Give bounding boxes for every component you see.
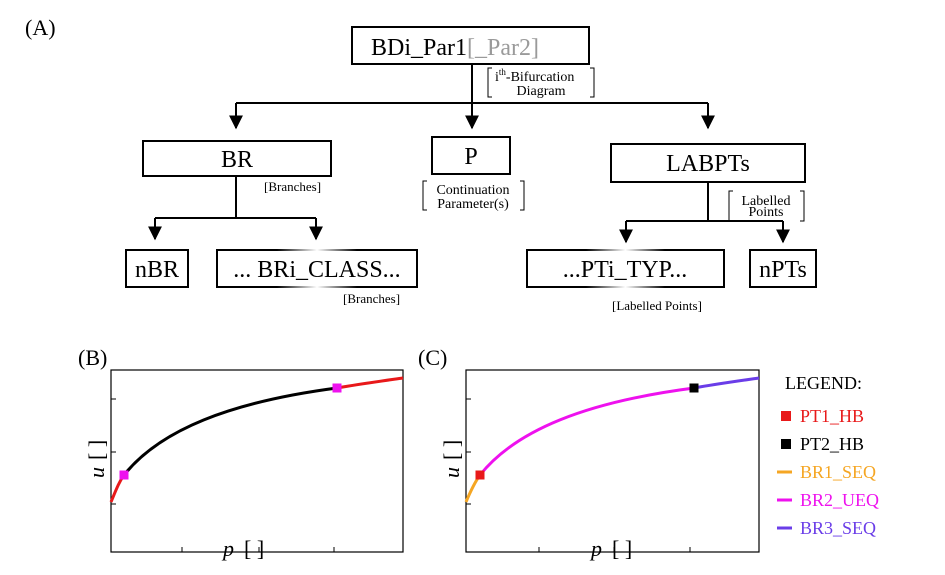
root-note-i: i	[495, 70, 499, 85]
legend-label: BR1_SEQ	[800, 462, 876, 482]
root-label: BDi_Par1[_Par2]	[371, 35, 539, 61]
plot-c-xlabel-unit: [ ]	[612, 536, 632, 561]
legend-title: LEGEND:	[785, 373, 862, 393]
plot-b-curve-segment-2	[122, 386, 338, 476]
plot-b-xlabel: p	[221, 536, 234, 561]
root-main-text: BDi_Par1	[371, 35, 467, 61]
npts-box	[749, 249, 817, 288]
bri-class-note: [Branches]	[343, 291, 400, 306]
tree-diagram: BDi_Par1[_Par2] ith-Bifurcation Diagram …	[125, 26, 817, 313]
root-note-rest: -Bifurcation	[506, 70, 574, 85]
labpts-note-bottom: Points	[748, 205, 783, 220]
p-box	[431, 136, 511, 175]
plot-b-curve-segment-3	[336, 376, 404, 390]
legend-item-br2-ueq: BR2_UEQ	[777, 490, 879, 510]
plot-b: p [ ] u [ ]	[84, 369, 404, 561]
legend-label: BR2_UEQ	[800, 490, 879, 510]
plot-b-ylabel-var: u	[84, 467, 109, 478]
plot-c-ylabel-unit: [ ]	[439, 440, 464, 460]
panel-label-b: (B)	[78, 345, 107, 370]
legend-item-pt1-hb: PT1_HB	[781, 406, 864, 426]
plot-c-point-pt2	[689, 383, 699, 393]
legend-square-marker	[781, 439, 791, 449]
legend-items: PT1_HB PT2_HB BR1_SEQ BR2_UEQ BR3_SEQ	[777, 406, 879, 538]
bri-class-label: ... BRi_CLASS...	[233, 257, 400, 283]
pti-typ-note: [Labelled Points]	[612, 298, 702, 313]
nbr-box	[125, 249, 189, 288]
plot-b-xlabel-unit: [ ]	[244, 536, 264, 561]
p-note: Continuation Parameter(s)	[422, 180, 525, 212]
legend-label: PT1_HB	[800, 406, 864, 426]
plot-c-curve-br3	[693, 376, 760, 390]
plot-c-xlabel-var: p	[589, 536, 602, 561]
plot-b-ylabel-unit: [ ]	[84, 440, 109, 460]
root-note-bottom: Diagram	[517, 84, 566, 99]
legend-item-br3-seq: BR3_SEQ	[777, 518, 876, 538]
plot-b-frame	[110, 369, 404, 553]
plot-b-point-2	[332, 383, 342, 393]
panel-label-c: (C)	[418, 345, 447, 370]
labpts-note-top: Labelled	[742, 194, 791, 209]
legend-item-pt2-hb: PT2_HB	[781, 434, 864, 454]
p-note-bottom: Parameter(s)	[437, 197, 509, 212]
plot-c-curve-br2	[478, 386, 695, 476]
root-note: ith-Bifurcation Diagram	[487, 67, 595, 99]
root-optional-text: [_Par2]	[467, 35, 539, 61]
plot-c-frame	[465, 369, 760, 553]
plot-c-point-pt1	[475, 470, 485, 480]
pti-typ-box	[526, 249, 725, 288]
bri-class-box	[216, 249, 418, 288]
plot-b-xlabel-var: p	[221, 536, 234, 561]
legend-square-marker	[781, 411, 791, 421]
legend-label: BR3_SEQ	[800, 518, 876, 538]
pti-typ-label: ...PTi_TYP...	[563, 257, 688, 283]
p-note-top: Continuation	[436, 183, 509, 198]
plot-c-ylabel: u [ ]	[439, 440, 464, 478]
legend-label: PT2_HB	[800, 434, 864, 454]
br-note: [Branches]	[264, 179, 321, 194]
root-box	[351, 26, 590, 65]
root-note-sup: th	[499, 67, 507, 77]
p-label: P	[464, 144, 477, 170]
labpts-note: Labelled Points	[728, 190, 805, 222]
nbr-label: nBR	[135, 257, 179, 283]
plot-b-ylabel: u [ ]	[84, 440, 109, 478]
br-label: BR	[221, 147, 253, 173]
labpts-label: LABPTs	[666, 151, 750, 177]
legend: LEGEND: PT1_HB PT2_HB BR1_SEQ BR2_UEQ BR3_SE…	[777, 373, 879, 538]
npts-label: nPTs	[759, 257, 807, 283]
svg-text:ith-Bifurcation: ith-Bifurcation	[495, 67, 574, 85]
panel-label-a: (A)	[25, 15, 56, 40]
plot-c-ylabel-var: u	[439, 467, 464, 478]
plot-c: p [ ] u [ ]	[439, 369, 760, 561]
plot-b-ticks	[111, 398, 335, 552]
plot-c-ticks	[466, 398, 691, 552]
legend-item-br1-seq: BR1_SEQ	[777, 462, 876, 482]
plot-b-point-1	[119, 470, 129, 480]
